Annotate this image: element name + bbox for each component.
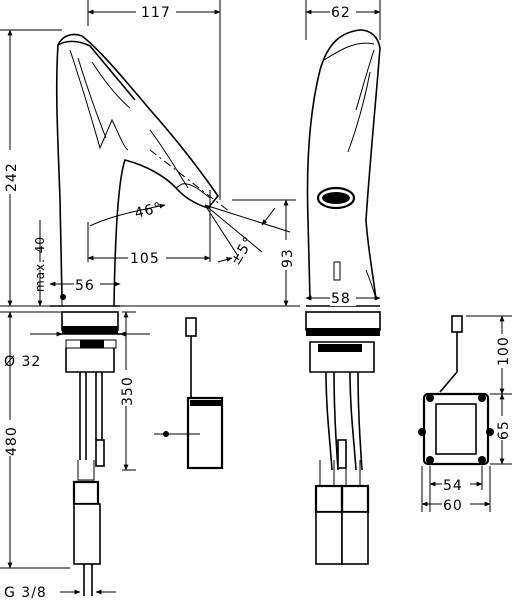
dim-max-40: max. 40: [33, 236, 47, 292]
dim-58: 58: [331, 291, 351, 307]
dim-pm5deg: ±5°: [228, 234, 258, 268]
dim-105: 105: [130, 251, 160, 267]
dim-350: 350: [120, 376, 136, 406]
dim-480: 480: [4, 426, 20, 456]
dim-65: 65: [496, 420, 512, 440]
dim-diam-32: Ø 32: [4, 354, 41, 370]
dim-117: 117: [141, 5, 171, 21]
dim-242: 242: [4, 162, 20, 192]
front-under-counter: [60, 311, 122, 596]
under-counter-dimensions: Ø 32 350 480 G 3/8: [0, 311, 150, 600]
front-view-faucet: [50, 33, 291, 307]
side-view-faucet: [306, 29, 381, 307]
dim-93: 93: [280, 248, 296, 268]
front-view-dimensions: 117 242 max. 40 46° 105 ±5° 93 56: [0, 0, 300, 307]
dim-g38: G 3/8: [4, 585, 47, 600]
control-box-front: [418, 315, 494, 466]
side-under-counter: [305, 311, 381, 565]
control-box-dimensions: 100 65 54 60: [421, 315, 512, 514]
dim-60: 60: [443, 498, 463, 514]
dim-54: 54: [443, 478, 463, 494]
dim-46deg: 46°: [133, 200, 164, 222]
dim-62: 62: [331, 5, 351, 21]
control-box-side: [154, 317, 224, 470]
dim-100: 100: [496, 336, 512, 366]
dim-56: 56: [75, 278, 95, 294]
side-view-dimensions: 62 58: [305, 0, 381, 307]
